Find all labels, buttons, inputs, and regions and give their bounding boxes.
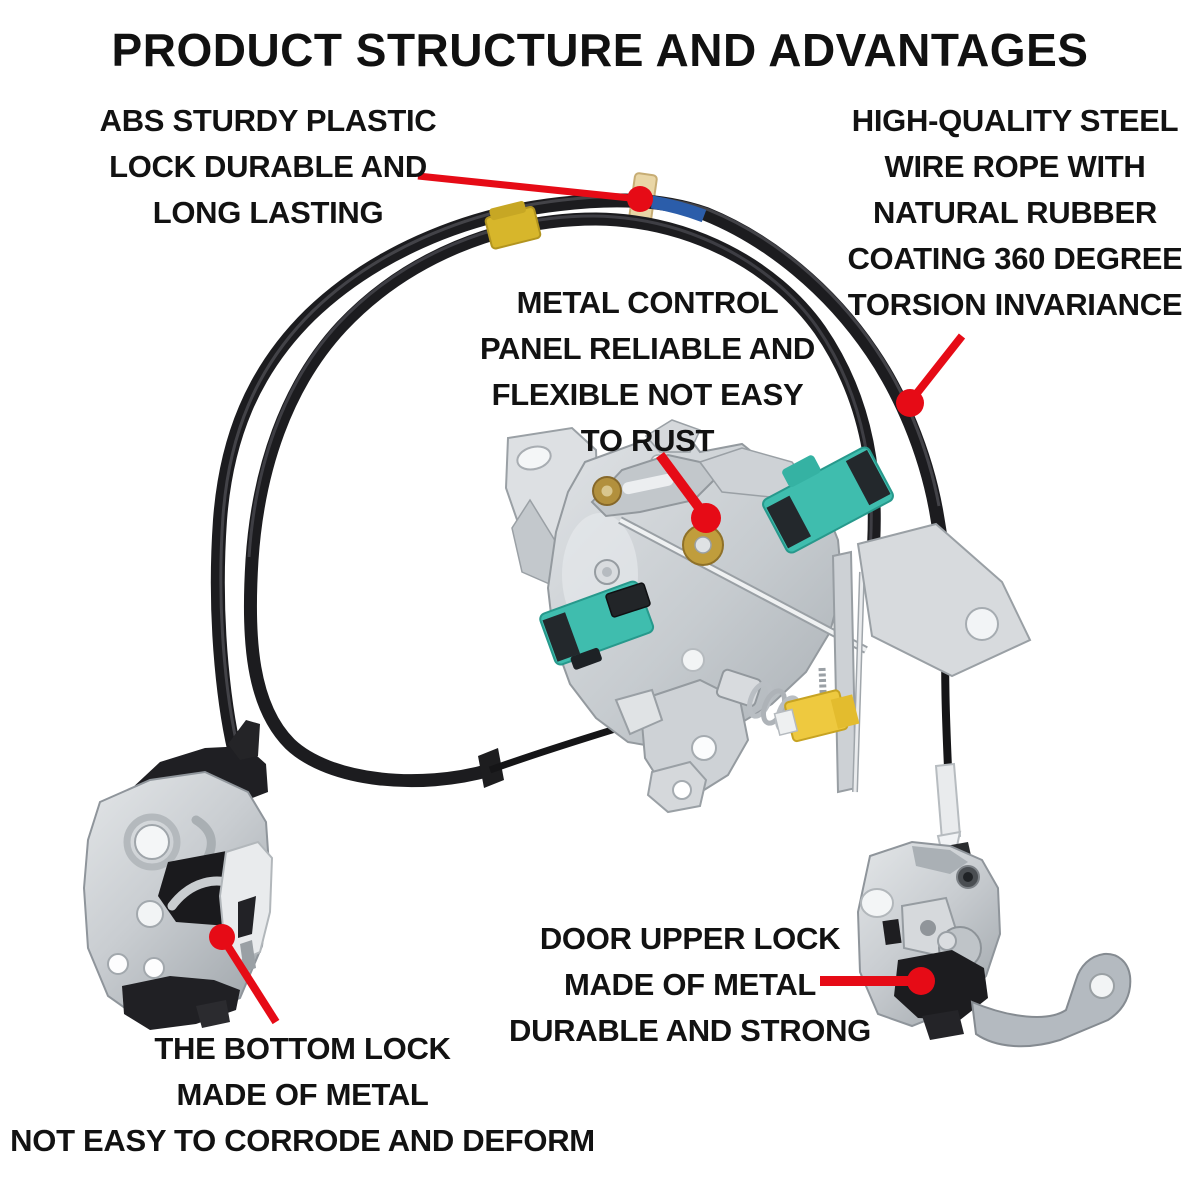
callout-text-line: LONG LASTING: [152, 195, 384, 230]
black-connector: [605, 582, 651, 618]
callout-text-line: HIGH-QUALITY STEEL: [851, 103, 1179, 138]
brass-washer: [682, 524, 724, 566]
callout-text-line: DOOR UPPER LOCK: [539, 921, 841, 956]
callout-text-line: DURABLE AND STRONG: [509, 1013, 871, 1048]
callout-dot-bottom-lock: [209, 924, 235, 950]
yellow-adjuster: [773, 689, 860, 743]
right-bracket-assembly: [818, 522, 1032, 794]
callout-text-line: MADE OF METAL: [563, 967, 817, 1002]
yellow-cable-clip: [484, 200, 542, 250]
callout-dot-steel-wire: [896, 389, 924, 417]
red-callout-dots: [209, 186, 935, 995]
callout-dot-upper-lock: [907, 967, 935, 995]
bottom-lock: [82, 720, 274, 1030]
callout-line-bottom-lock: [218, 934, 280, 1025]
spring-assembly: [715, 668, 801, 733]
callout-text-line: PANEL RELIABLE AND: [479, 331, 816, 366]
callout-control-panel: METAL CONTROL PANEL RELIABLE AND FLEXIBL…: [450, 280, 845, 464]
blue-cable-band: [650, 195, 707, 223]
callout-text-line: NOT EASY TO CORRODE AND DEFORM: [10, 1123, 595, 1158]
bottom-flange: [614, 648, 750, 814]
callout-upper-lock: DOOR UPPER LOCK MADE OF METAL DURABLE AN…: [480, 916, 900, 1054]
callout-text-line: WIRE ROPE WITH: [884, 149, 1146, 184]
callout-dot-abs-plastic: [627, 186, 653, 212]
callout-text-line: FLEXIBLE NOT EASY: [491, 377, 804, 412]
callout-text-line: TORSION INVARIANCE: [847, 287, 1183, 322]
callout-text-line: ABS STURDY PLASTIC: [99, 103, 437, 138]
callout-abs-plastic: ABS STURDY PLASTIC LOCK DURABLE AND LONG…: [38, 98, 498, 236]
callout-text-line: COATING 360 DEGREE: [847, 241, 1183, 276]
callout-text-line: LOCK DURABLE AND: [109, 149, 427, 184]
callout-steel-wire: HIGH-QUALITY STEEL WIRE ROPE WITH NATURA…: [830, 98, 1200, 328]
teal-connector-right: [762, 446, 894, 554]
cable-assembly: [210, 172, 962, 864]
callout-text-line: TO RUST: [580, 423, 715, 458]
actuator-rod: [619, 518, 867, 652]
callout-text-line: METAL CONTROL: [516, 285, 779, 320]
brass-pivot: [592, 476, 622, 506]
page-title: PRODUCT STRUCTURE AND ADVANTAGES: [111, 24, 1089, 76]
callout-text-line: NATURAL RUBBER: [873, 195, 1157, 230]
central-control-panel: [504, 419, 1032, 814]
callout-text-line: MADE OF METAL: [176, 1077, 429, 1112]
cable-to-bottom-lock: [243, 212, 881, 788]
white-peg: [860, 888, 894, 918]
mount-arm: [970, 952, 1132, 1048]
callout-bottom-lock: THE BOTTOM LOCK MADE OF METAL NOT EASY T…: [10, 1026, 595, 1164]
callout-line-abs-plastic: [417, 172, 641, 203]
callout-line-steel-wire: [906, 333, 966, 405]
silver-bolt: [594, 559, 620, 585]
callout-text-line: THE BOTTOM LOCK: [154, 1031, 451, 1066]
callout-dot-control-panel: [691, 503, 721, 533]
